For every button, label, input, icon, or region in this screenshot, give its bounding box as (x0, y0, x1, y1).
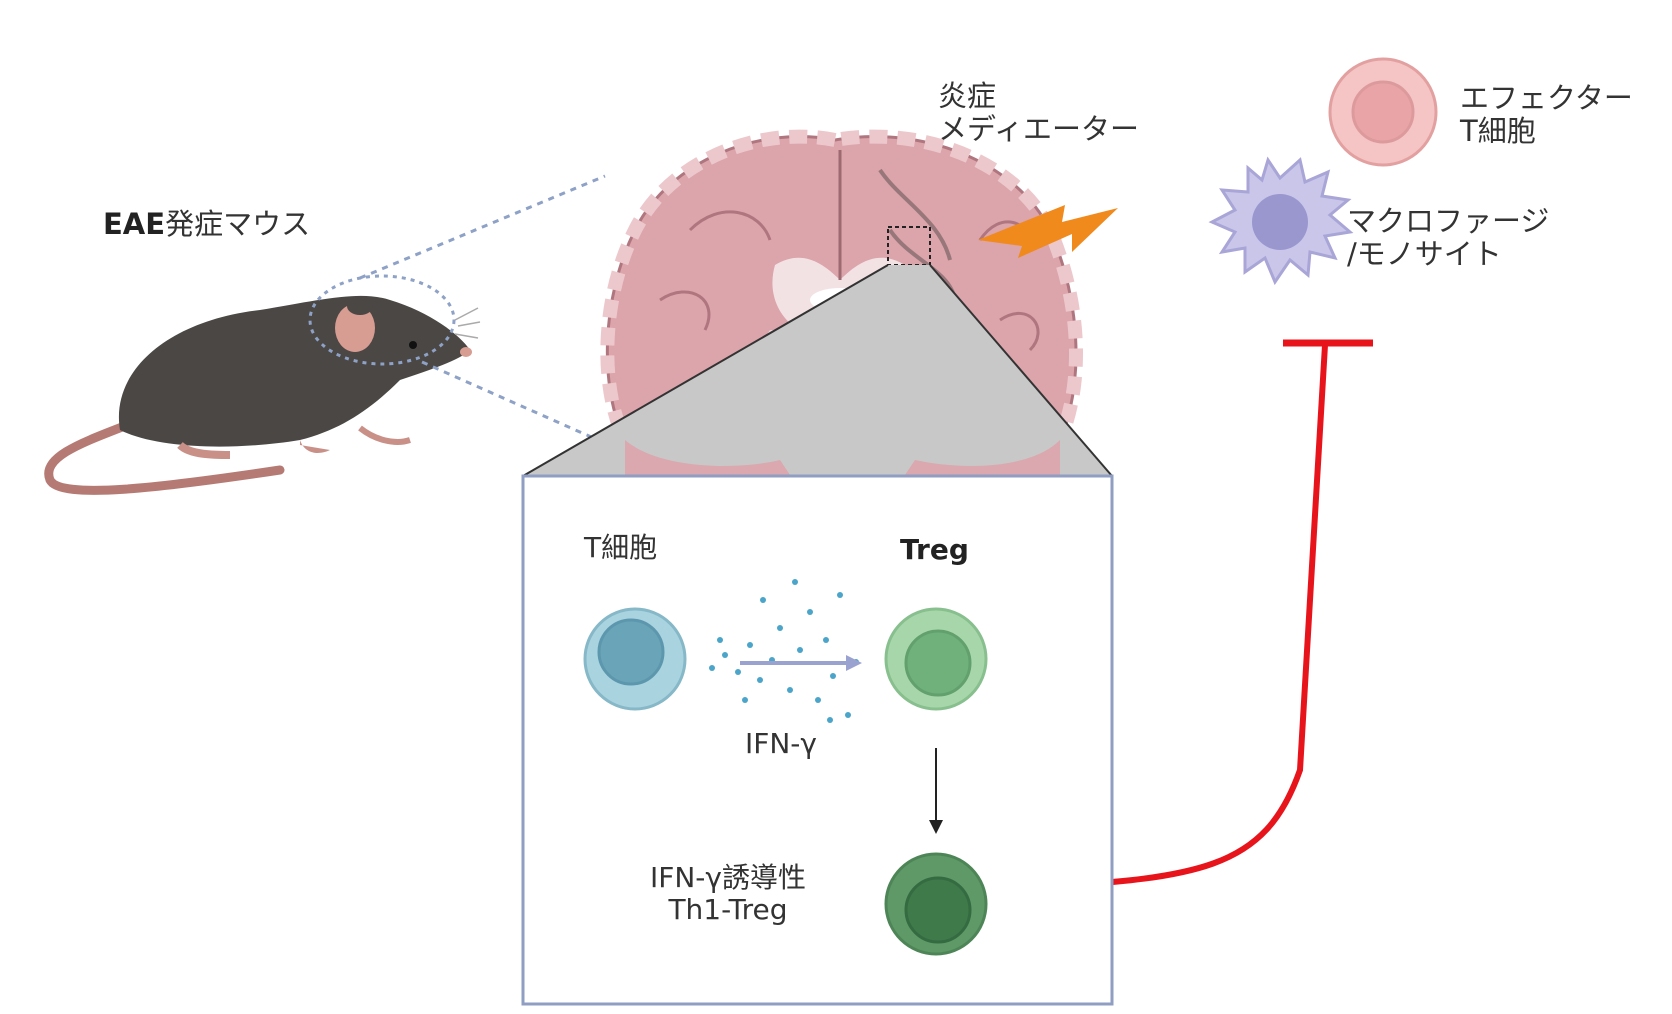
mouse-illustration (44, 295, 481, 495)
t-cell-label: T細胞 (584, 531, 658, 564)
ifn-gamma-label: IFN-γ (745, 727, 817, 760)
mouse-label-rest: 発症マウス (165, 207, 311, 241)
zoom-projection (523, 265, 1112, 476)
macrophage-icon (1208, 156, 1354, 286)
treg-label: Treg (900, 533, 969, 566)
lightning-icon (978, 205, 1118, 258)
th1-treg-icon (884, 852, 988, 956)
inset-box (521, 474, 1114, 1006)
macrophage-line1: マクロファージ (1347, 204, 1550, 238)
th1-treg-label: IFN-γ誘導性 Th1-Treg (633, 861, 823, 927)
effector-line1: エフェクター (1460, 81, 1633, 115)
mediator-line2: メディエーター (938, 112, 1139, 147)
th1-treg-line2: Th1-Treg (668, 893, 788, 927)
head-zoom-ellipse (308, 274, 456, 366)
zoom-line-top (359, 174, 606, 280)
effector-t-cell-icon (1328, 57, 1438, 167)
effector-line2: T細胞 (1460, 114, 1536, 149)
macrophage-label: マクロファージ /モノサイト (1347, 204, 1550, 272)
effector-label: エフェクター T細胞 (1460, 81, 1633, 149)
zoom-line-bottom (421, 360, 599, 442)
t-cell-icon (583, 607, 687, 711)
treg-icon (884, 607, 988, 711)
macrophage-line2: /モノサイト (1347, 237, 1502, 272)
mediator-label: 炎症 メディエーター (938, 79, 1139, 147)
mouse-label: EAE発症マウス (103, 207, 311, 241)
mouse-label-bold: EAE (103, 207, 166, 241)
mediator-line1: 炎症 (938, 79, 997, 113)
th1-treg-line1: IFN-γ誘導性 (650, 861, 806, 894)
